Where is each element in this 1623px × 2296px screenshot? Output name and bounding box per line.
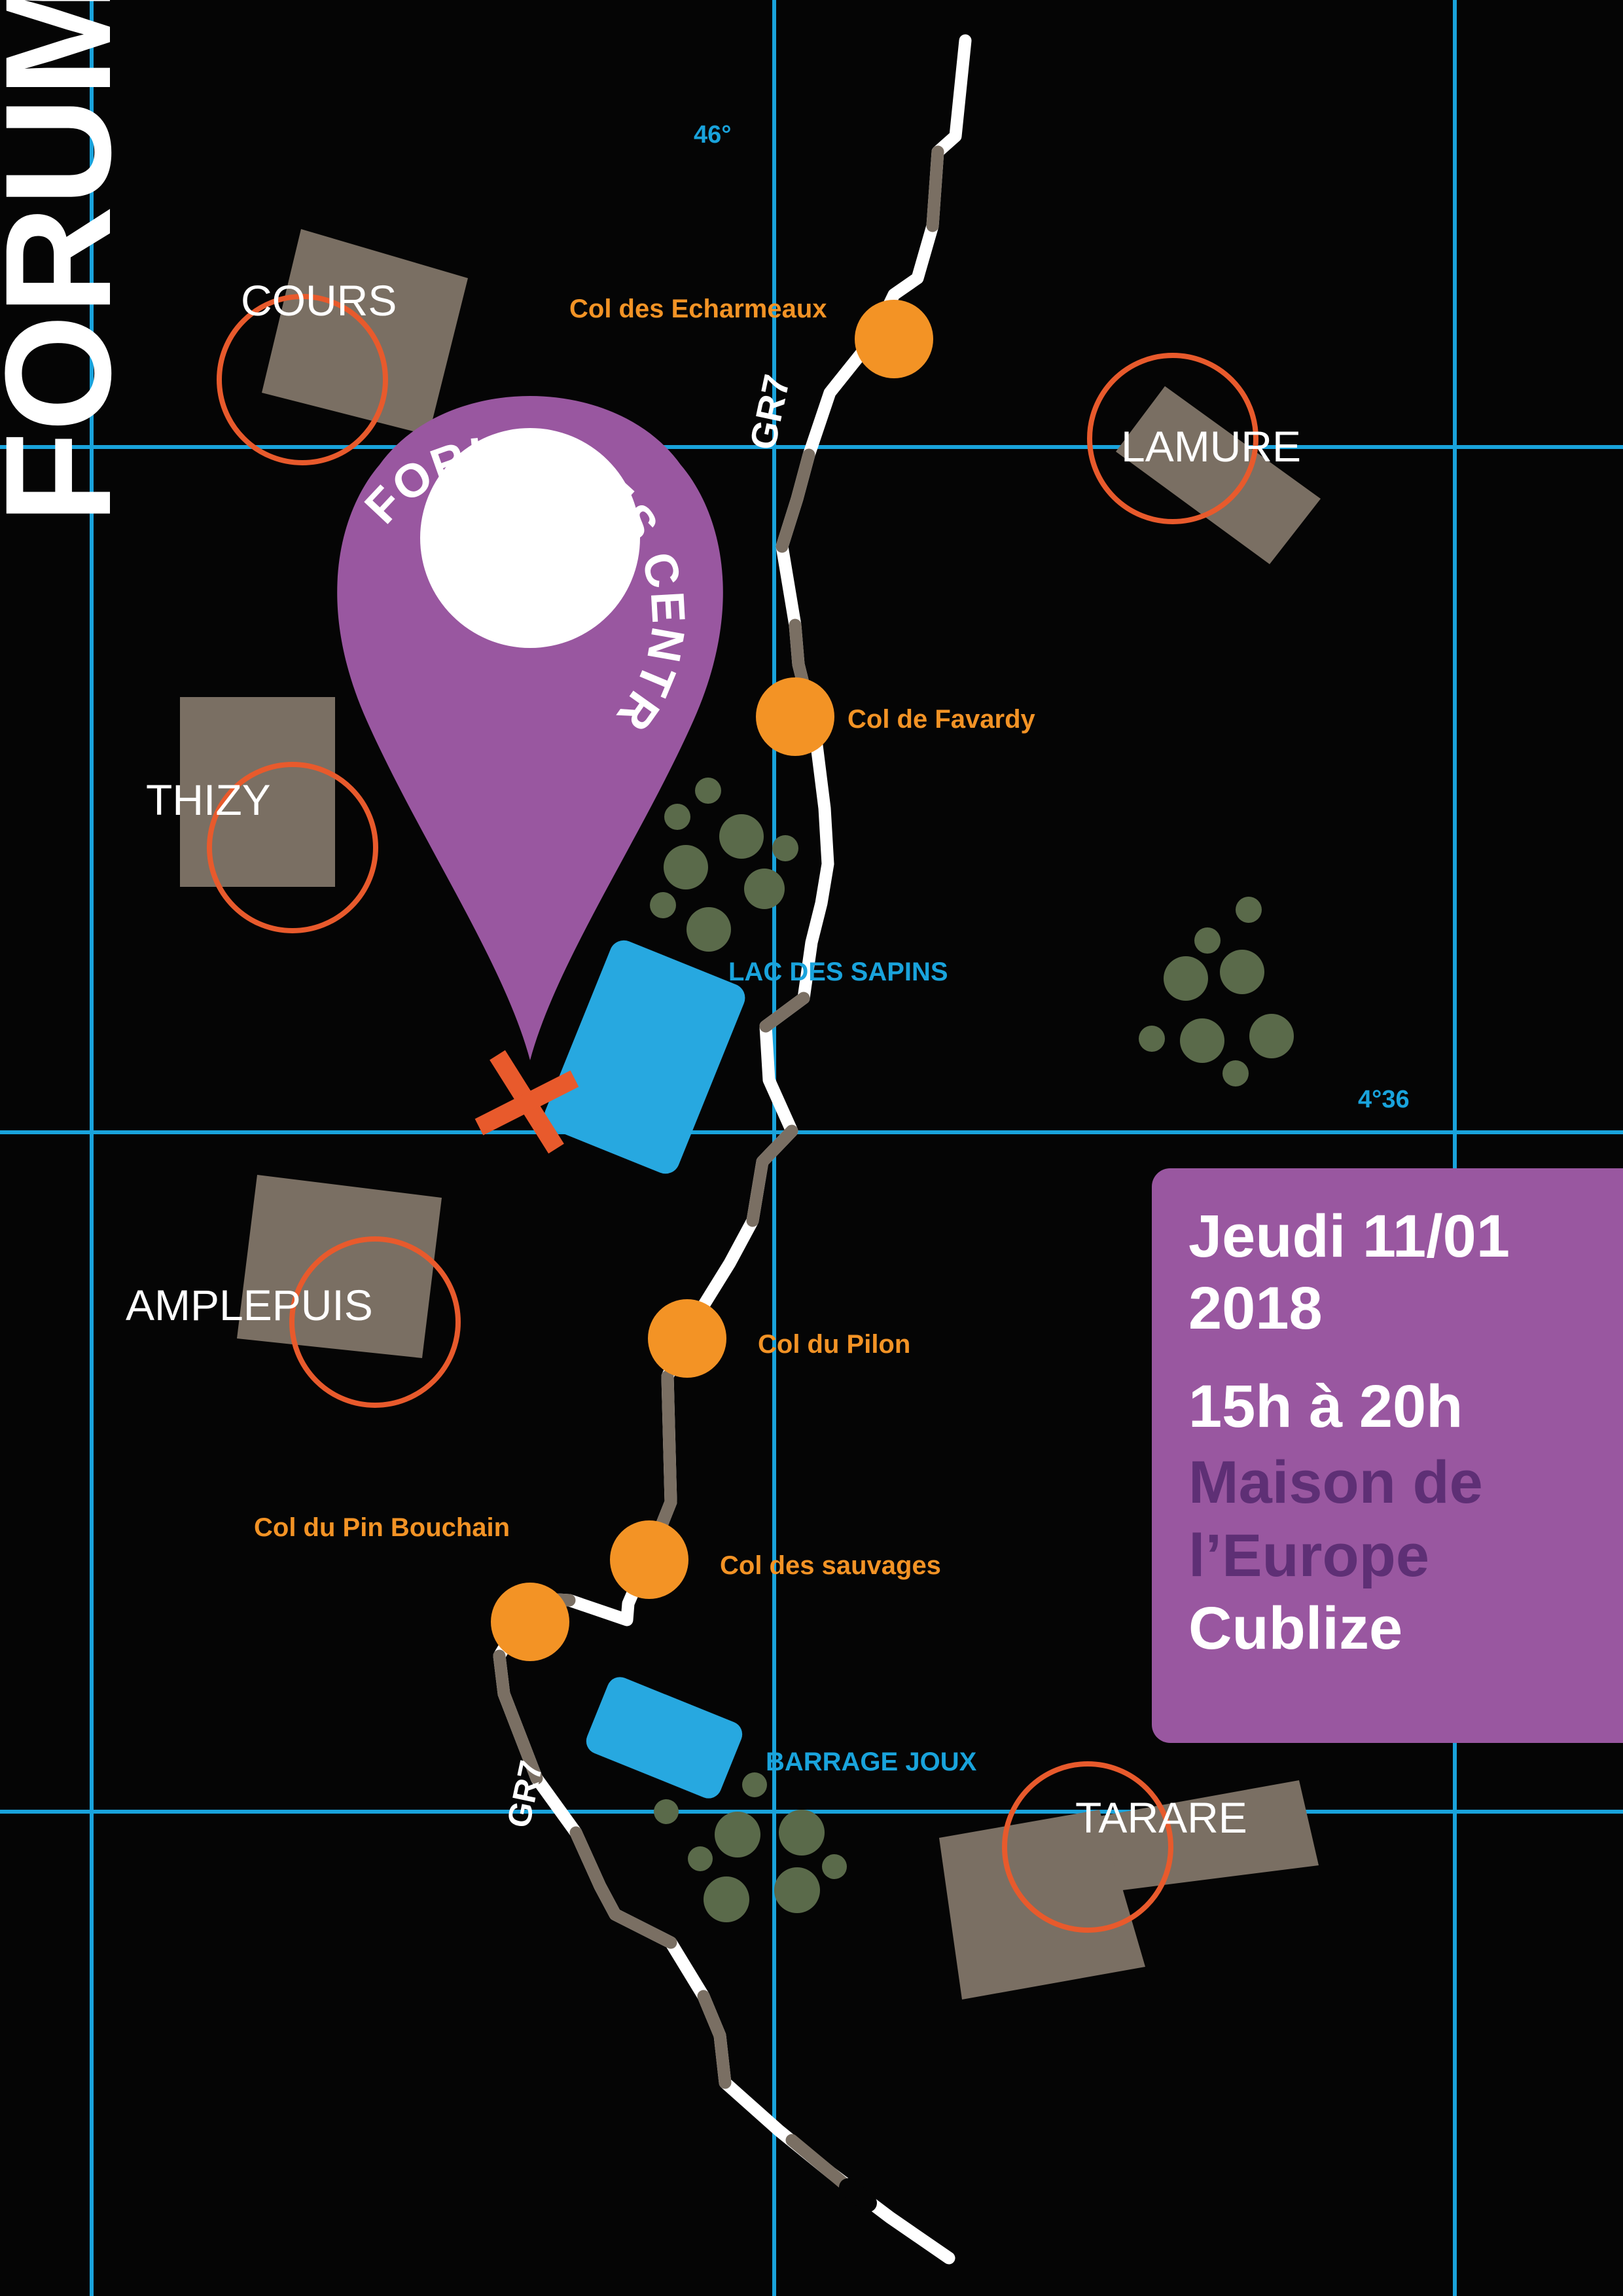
- event-date: Jeudi 11/01: [1188, 1203, 1510, 1270]
- tree: [744, 869, 785, 909]
- route-segment: [697, 1990, 732, 2089]
- tree: [822, 1854, 847, 1879]
- pass-label-pin-bouchain: Col du Pin Bouchain: [254, 1513, 510, 1542]
- building-tarare-2: [1099, 1780, 1319, 1890]
- pass-marker-pilon: [648, 1299, 726, 1378]
- mountain-passes: [491, 300, 933, 1661]
- route-segment: [569, 1826, 677, 1949]
- lake-des-sapins: [544, 940, 745, 1174]
- building-tarare-1: [939, 1810, 1145, 2000]
- pass-marker-echarmeaux: [855, 300, 933, 378]
- tree: [695, 778, 721, 804]
- tree: [688, 1846, 713, 1871]
- tree: [650, 892, 676, 918]
- town-rings: [207, 294, 1258, 1933]
- town-label-cours: COURS: [241, 276, 397, 325]
- pass-label-pilon: Col du Pilon: [758, 1330, 910, 1359]
- label-barrage-joux: BARRAGE JOUX: [766, 1748, 977, 1776]
- town-ring-lamure: [1087, 353, 1258, 524]
- town-label-amplepuis: AMPLEPUIS: [126, 1281, 373, 1329]
- pass-label-sauvages: Col des sauvages: [720, 1551, 941, 1580]
- tree: [772, 835, 798, 861]
- route-segment: [746, 1124, 798, 1227]
- pass-labels: Col des Echarmeaux Col de Favardy Col du…: [254, 295, 1036, 1580]
- event-town: Cublize: [1188, 1595, 1403, 1662]
- tree: [779, 1810, 825, 1856]
- route-segment: [759, 992, 810, 1033]
- water-bodies: [544, 940, 745, 1799]
- venue-cross-marker: [474, 1050, 579, 1154]
- building-thizy: [180, 697, 335, 887]
- forests: [650, 778, 1294, 1922]
- cross-stroke: [474, 1070, 579, 1136]
- pass-label-favardy: Col de Favardy: [847, 705, 1036, 734]
- town-ring-tarare: [1002, 1761, 1173, 1933]
- town-label-lamure: LAMURE: [1121, 422, 1301, 471]
- barrage-joux-lake: [586, 1677, 743, 1799]
- town-label-thizy: THIZY: [146, 776, 271, 824]
- pin-center: [420, 428, 640, 648]
- tree: [687, 907, 731, 952]
- tree: [774, 1867, 820, 1913]
- town-ring-amplepuis: [289, 1236, 461, 1408]
- tree: [1249, 1014, 1294, 1058]
- longitude-label: 4°36: [1358, 1086, 1410, 1113]
- tree: [715, 1812, 760, 1857]
- route-gap: [839, 2178, 877, 2212]
- pass-marker-sauvages: [610, 1520, 688, 1599]
- pass-label-echarmeaux: Col des Echarmeaux: [569, 295, 827, 323]
- gr7-label-top: GR7: [741, 371, 798, 454]
- pass-marker-favardy: [756, 677, 834, 756]
- tree: [719, 814, 764, 859]
- route-segment: [493, 1649, 543, 1785]
- tree: [664, 804, 690, 830]
- building-amplepuis: [237, 1175, 442, 1358]
- town-ring-cours: [217, 294, 388, 465]
- tree: [1236, 897, 1262, 923]
- buildings: [180, 229, 1321, 2000]
- event-year: 2018: [1188, 1275, 1323, 1342]
- tree: [1194, 927, 1221, 954]
- route-segment: [785, 2134, 857, 2196]
- route-gaps: [839, 2178, 877, 2212]
- town-labels: COURS LAMURE THIZY AMPLEPUIS TARARE: [126, 276, 1301, 1842]
- gr7-label-bottom: GR7: [500, 1757, 550, 1831]
- town-ring-thizy: [207, 762, 378, 933]
- town-label-tarare: TARARE: [1075, 1793, 1247, 1842]
- tree: [704, 1876, 749, 1922]
- building-cours: [262, 229, 468, 435]
- tree: [742, 1772, 767, 1797]
- event-venue-line2: l’Europe: [1188, 1522, 1430, 1589]
- latitude-label: 46°: [694, 121, 731, 149]
- tree: [1220, 950, 1264, 994]
- route-segment: [650, 1370, 677, 1545]
- water-labels: LAC DES SAPINS BARRAGE JOUX: [728, 958, 977, 1776]
- vertical-title: FORUM: [0, 0, 142, 524]
- route-segment: [926, 145, 944, 232]
- building-lamure: [1116, 386, 1321, 564]
- tree: [1164, 956, 1208, 1001]
- tree: [1180, 1018, 1224, 1063]
- event-venue-line1: Maison de: [1188, 1449, 1483, 1516]
- event-time: 15h à 20h: [1188, 1373, 1463, 1440]
- tree: [664, 845, 708, 889]
- tree: [1222, 1060, 1249, 1086]
- pass-marker-pin-bouchain: [491, 1583, 569, 1661]
- tree: [1139, 1026, 1165, 1052]
- label-lac-des-sapins: LAC DES SAPINS: [728, 958, 948, 986]
- tree: [654, 1799, 679, 1824]
- event-info-box: Jeudi 11/01 2018 15h à 20h Maison de l’E…: [1152, 1168, 1623, 1743]
- route-segment: [776, 448, 815, 553]
